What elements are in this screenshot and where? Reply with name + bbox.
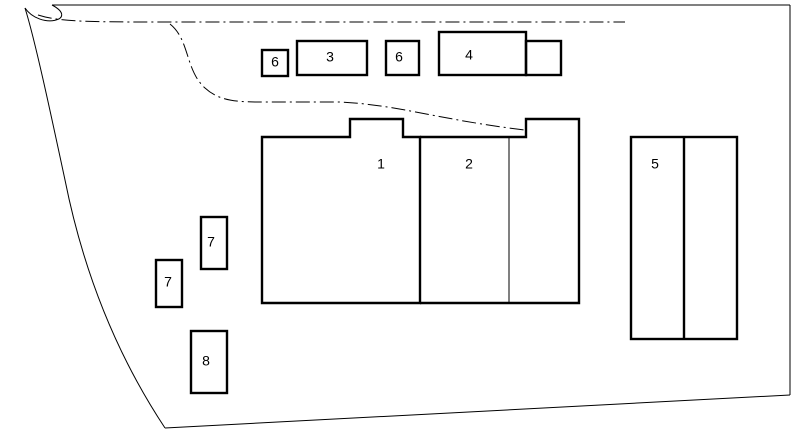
building-1: [260, 117, 422, 305]
building-6-right-label: 6: [395, 49, 403, 65]
building-7-lower: [154, 258, 184, 309]
building-4-annex: [524, 39, 563, 77]
building-7-lower-label: 7: [164, 274, 172, 290]
building-4-label: 4: [465, 47, 473, 63]
building-3-label: 3: [326, 49, 334, 65]
building-8-label: 8: [202, 353, 210, 369]
site-boundary-top-left-curve: [24, 4, 62, 22]
building-5-label: 5: [651, 156, 659, 172]
building-4: [437, 30, 528, 77]
building-2-label: 2: [465, 156, 473, 172]
building-2: [420, 117, 581, 305]
building-7-upper: [199, 215, 229, 271]
building-6-left: [260, 48, 290, 78]
building-6-right: [384, 39, 421, 77]
site-boundary-bottom: [164, 394, 791, 429]
building-1-label: 1: [377, 156, 385, 172]
building-8: [189, 329, 229, 395]
building-3: [295, 39, 369, 77]
building-6-left-label: 6: [271, 54, 279, 70]
road-centerline-top: [37, 14, 625, 23]
road-centerline-curve: [169, 23, 526, 131]
building-7-upper-label: 7: [207, 234, 215, 250]
site-boundary-left: [24, 7, 166, 429]
